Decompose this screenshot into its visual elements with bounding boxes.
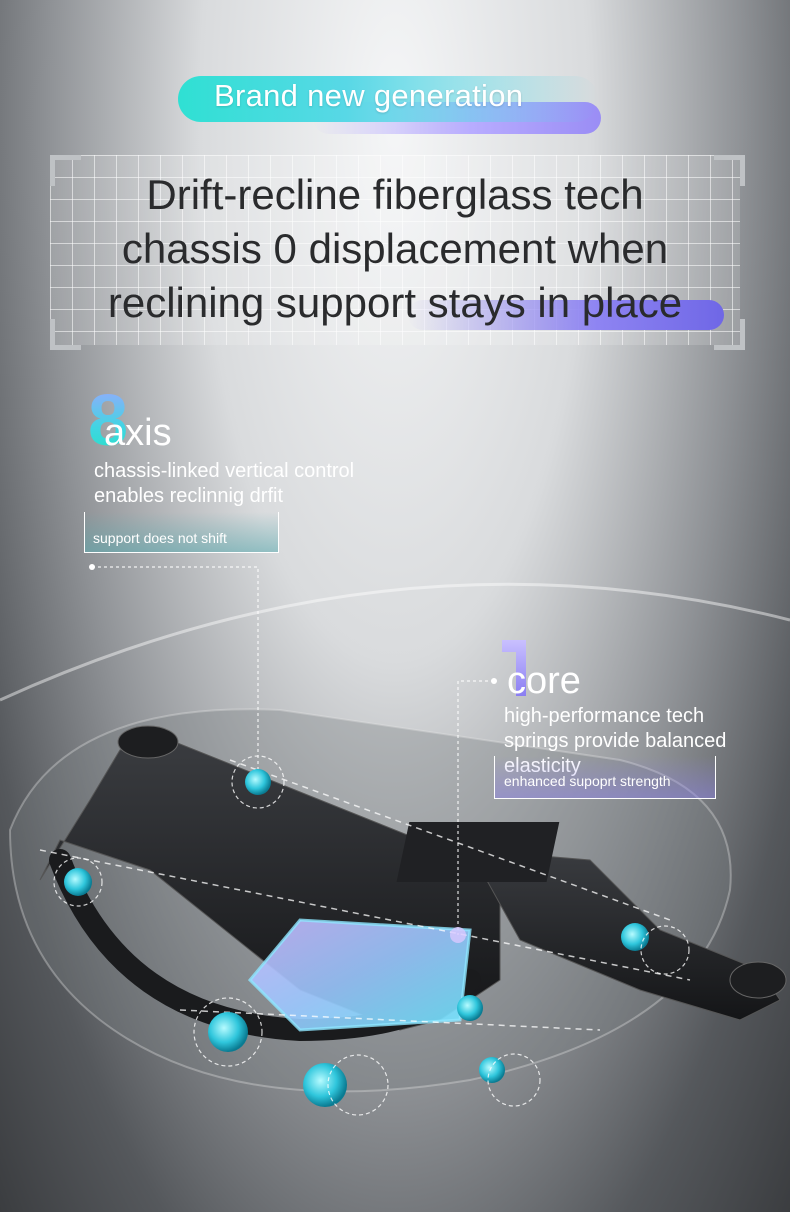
axis-count-label: axis xyxy=(104,412,172,454)
headline-line-3: reclining support stays in place xyxy=(107,279,683,326)
core-count-number: 1 xyxy=(500,638,526,696)
core-description-line-2: springs provide balanced xyxy=(504,730,727,752)
axis-description: chassis-linked vertical control enables … xyxy=(94,459,354,509)
headline-highlight xyxy=(408,300,724,330)
corner-bracket-bottom-left xyxy=(50,319,81,350)
pill-label: Brand new generation xyxy=(214,78,524,113)
axis-description-line-1: chassis-linked vertical control xyxy=(94,460,355,482)
headline-line-2: chassis 0 displacement when xyxy=(121,225,669,272)
core-description-line-1: high-performance tech xyxy=(504,705,705,727)
core-count-label: core xyxy=(507,660,581,702)
axis-tag-box xyxy=(84,512,279,553)
headline-line-1: Drift-recline fiberglass tech xyxy=(146,171,644,218)
corner-bracket-top-right xyxy=(714,155,745,186)
headline: Drift-recline fiberglass tech chassis 0 … xyxy=(60,168,730,330)
axis-description-line-2: enables reclinnig drfit xyxy=(94,485,283,507)
corner-bracket-bottom-right xyxy=(714,319,745,350)
pill-background xyxy=(178,76,598,122)
header-pill: Brand new generation xyxy=(178,74,603,136)
core-tag-box xyxy=(494,756,716,799)
axis-tag: support does not shift xyxy=(93,530,227,546)
axis-count-number: 8 xyxy=(88,381,129,461)
chassis-illustration xyxy=(0,564,790,1116)
core-tag: enhanced supoprt strength xyxy=(504,773,671,789)
core-count-number-text: 1 xyxy=(500,638,501,639)
corner-bracket-top-left xyxy=(50,155,81,186)
